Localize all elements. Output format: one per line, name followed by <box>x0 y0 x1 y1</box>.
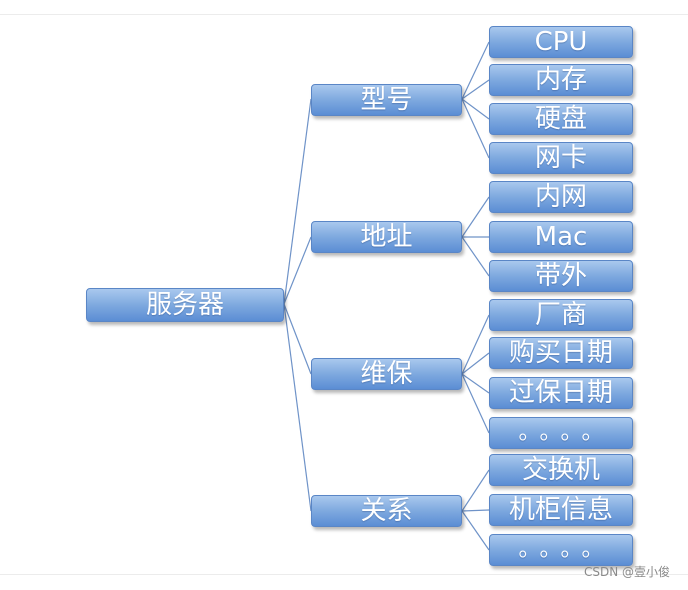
item-switch: 交换机 <box>489 454 633 486</box>
item-cpu: CPU <box>489 26 633 58</box>
link-root-warranty <box>283 303 312 375</box>
item-warranty-expiry: 过保日期 <box>489 377 633 409</box>
link-root-relation <box>283 303 312 512</box>
item-nic: 网卡 <box>489 142 633 174</box>
item-oob: 带外 <box>489 260 633 292</box>
item-memory: 内存 <box>489 64 633 96</box>
root-node: 服务器 <box>86 288 284 322</box>
category-warranty: 维保 <box>311 358 462 390</box>
category-relation: 关系 <box>311 495 462 527</box>
item-cabinet-info: 机柜信息 <box>489 494 633 526</box>
item-disk: 硬盘 <box>489 103 633 135</box>
item-mac: Mac <box>489 221 633 253</box>
item-more-relation: 。。。。 <box>489 534 633 566</box>
item-more-warranty: 。。。。 <box>489 417 633 449</box>
item-intranet: 内网 <box>489 181 633 213</box>
item-vendor: 厂商 <box>489 299 633 331</box>
category-model: 型号 <box>311 84 462 116</box>
link-root-model <box>283 98 312 305</box>
bottom-divider <box>0 574 688 575</box>
watermark: CSDN @壹小俊 <box>583 565 670 579</box>
item-purchase-date: 购买日期 <box>489 337 633 369</box>
top-divider <box>0 14 688 15</box>
category-address: 地址 <box>311 221 462 253</box>
link-root-address <box>283 236 312 305</box>
